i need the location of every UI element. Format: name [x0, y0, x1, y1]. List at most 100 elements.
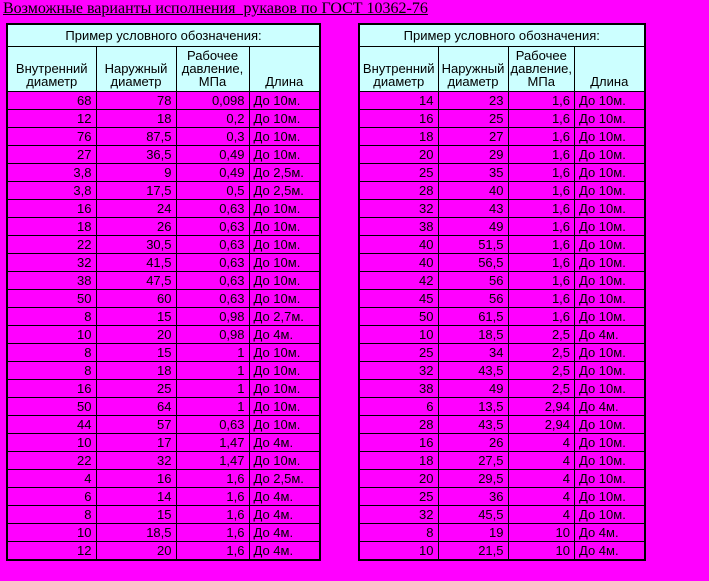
cell-inner-diameter: 38 — [358, 379, 439, 398]
cell-length: До 10м. — [574, 343, 646, 362]
cell-inner-diameter: 32 — [6, 253, 97, 272]
cell-length: До 4м. — [248, 487, 321, 506]
cell-inner-diameter: 16 — [358, 109, 439, 128]
cell-outer-diameter: 47,5 — [95, 271, 177, 290]
cell-pressure: 1,6 — [507, 109, 576, 128]
cell-length: До 10м. — [248, 217, 321, 236]
cell-inner-diameter: 16 — [358, 433, 439, 452]
cell-length: До 10м. — [574, 91, 646, 110]
cell-inner-diameter: 40 — [358, 253, 439, 272]
cell-outer-diameter: 25 — [95, 379, 177, 398]
cell-length: До 10м. — [574, 469, 646, 488]
cell-pressure: 0,2 — [175, 109, 250, 128]
cell-inner-diameter: 4 — [6, 469, 97, 488]
cell-pressure: 1,47 — [175, 433, 250, 452]
cell-outer-diameter: 61,5 — [437, 307, 509, 326]
cell-inner-diameter: 10 — [6, 523, 97, 542]
cell-pressure: 0,98 — [175, 325, 250, 344]
cell-pressure: 0,5 — [175, 181, 250, 200]
table-caption: Пример условного обозначения: — [6, 23, 321, 47]
cell-inner-diameter: 50 — [358, 307, 439, 326]
cell-inner-diameter: 22 — [6, 451, 97, 470]
cell-inner-diameter: 12 — [6, 109, 97, 128]
cell-length: До 10м. — [248, 199, 321, 218]
cell-pressure: 2,94 — [507, 415, 576, 434]
cell-length: До 4м. — [248, 325, 321, 344]
hose-variants-table-left: Пример условного обозначения: Внутренний… — [6, 23, 321, 561]
cell-length: До 10м. — [574, 505, 646, 524]
cell-outer-diameter: 20 — [95, 541, 177, 561]
cell-length: До 10м. — [248, 343, 321, 362]
cell-pressure: 4 — [507, 451, 576, 470]
cell-inner-diameter: 40 — [358, 235, 439, 254]
cell-pressure: 1,6 — [507, 127, 576, 146]
cell-outer-diameter: 26 — [95, 217, 177, 236]
cell-outer-diameter: 49 — [437, 217, 509, 236]
cell-inner-diameter: 27 — [6, 145, 97, 164]
cell-pressure: 4 — [507, 433, 576, 452]
caption-row: Пример условного обозначения: — [6, 23, 321, 47]
cell-outer-diameter: 25 — [437, 109, 509, 128]
cell-inner-diameter: 50 — [6, 397, 97, 416]
cell-pressure: 2,94 — [507, 397, 576, 416]
cell-pressure: 1 — [175, 379, 250, 398]
cell-pressure: 2,5 — [507, 379, 576, 398]
cell-pressure: 1,6 — [507, 289, 576, 308]
cell-pressure: 10 — [507, 541, 576, 561]
cell-length: До 4м. — [248, 505, 321, 524]
col-header-length: Длина — [248, 46, 321, 92]
cell-inner-diameter: 25 — [358, 343, 439, 362]
column-header-row: Внутренний диаметр Наружный диаметр Рабо… — [358, 46, 646, 92]
cell-outer-diameter: 36 — [437, 487, 509, 506]
cell-pressure: 1,47 — [175, 451, 250, 470]
cell-outer-diameter: 21,5 — [437, 541, 509, 561]
cell-inner-diameter: 76 — [6, 127, 97, 146]
cell-length: До 10м. — [574, 217, 646, 236]
tables-container: Пример условного обозначения: Внутренний… — [6, 23, 646, 561]
cell-inner-diameter: 8 — [6, 307, 97, 326]
cell-pressure: 0,63 — [175, 271, 250, 290]
cell-outer-diameter: 15 — [95, 343, 177, 362]
cell-outer-diameter: 9 — [95, 163, 177, 182]
cell-length: До 10м. — [248, 253, 321, 272]
col-header-inner-diameter: Внутренний диаметр — [358, 46, 439, 92]
cell-pressure: 0,63 — [175, 289, 250, 308]
cell-length: До 10м. — [248, 127, 321, 146]
cell-outer-diameter: 27 — [437, 127, 509, 146]
cell-outer-diameter: 18,5 — [95, 523, 177, 542]
cell-length: До 10м. — [574, 163, 646, 182]
table-caption: Пример условного обозначения: — [358, 23, 646, 47]
cell-length: До 4м. — [574, 325, 646, 344]
cell-outer-diameter: 18 — [95, 109, 177, 128]
cell-outer-diameter: 78 — [95, 91, 177, 110]
cell-length: До 10м. — [248, 379, 321, 398]
cell-length: До 4м. — [248, 433, 321, 452]
cell-pressure: 2,5 — [507, 325, 576, 344]
cell-outer-diameter: 26 — [437, 433, 509, 452]
cell-length: До 10м. — [248, 415, 321, 434]
cell-length: До 4м. — [574, 397, 646, 416]
cell-outer-diameter: 45,5 — [437, 505, 509, 524]
cell-outer-diameter: 20 — [95, 325, 177, 344]
cell-length: До 10м. — [574, 145, 646, 164]
cell-length: До 10м. — [574, 307, 646, 326]
